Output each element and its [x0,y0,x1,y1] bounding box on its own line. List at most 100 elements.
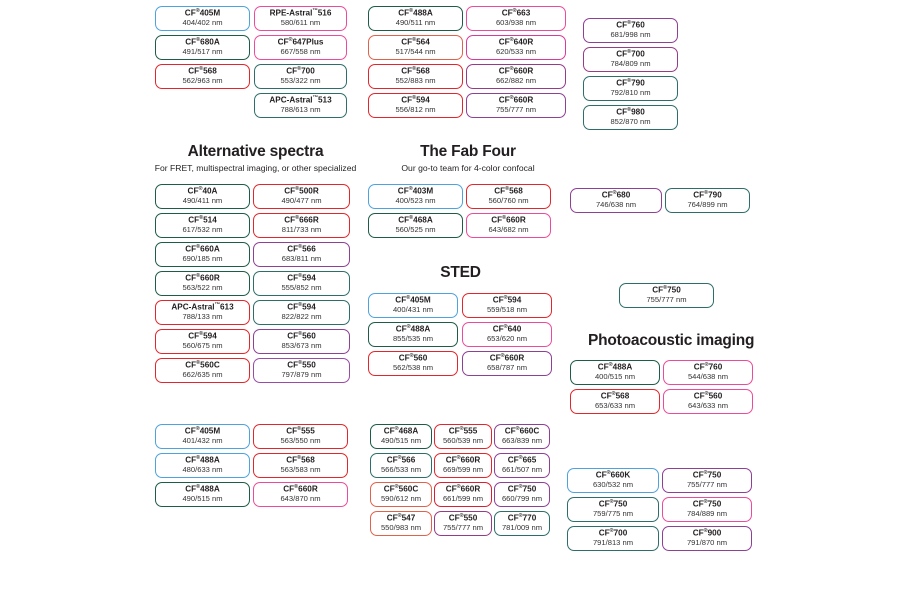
dye-name: CF®468A [398,214,433,225]
dye-name: CF®488A [185,483,220,494]
dye-name: CF®660R [283,483,318,494]
dye-wavelengths: 653/620 nm [486,333,528,343]
dye-wavelengths: 620/533 nm [495,46,537,56]
dye-name: CF®750 [692,469,722,480]
dye-wavelengths: 764/899 nm [687,199,728,209]
dye-name: CF®700 [286,65,315,76]
dye-wavelengths: 560/539 nm [442,435,484,445]
dye-name: CF®568 [401,65,430,76]
dye-wavelengths: 662/882 nm [495,75,537,85]
fab-four-title: The Fab Four [420,143,516,160]
dye-name: CF®560 [398,352,428,363]
dye-name: CF®980 [616,106,645,117]
dye-wavelengths: 550/983 nm [380,522,422,532]
dye-name: CF®568 [494,185,523,196]
dye-name: CF®594 [492,294,522,305]
dye-name: CF®700 [616,48,645,59]
fab-four-subtitle: Our go-to team for 4-color confocal [401,162,535,173]
dye-name: CF®514 [188,214,217,225]
dye-wavelengths: 580/611 nm [280,17,321,27]
dye-wavelengths: 643/633 nm [687,400,729,410]
dye-name: CF®488A [185,454,220,465]
dye-wavelengths: 784/889 nm [686,508,728,518]
dye-wavelengths: 791/813 nm [592,537,634,547]
